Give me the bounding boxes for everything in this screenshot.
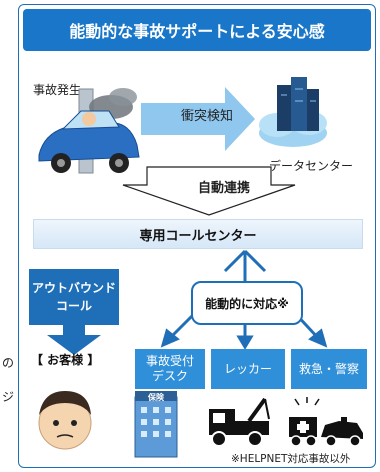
accident-label: 事故発生 [33, 83, 82, 97]
cropped-edge-char-1: の [2, 356, 15, 370]
detection-label: 衝突検知 [180, 109, 233, 124]
illustrations-layer [38, 77, 363, 458]
accident-car-icon [38, 88, 140, 174]
outbound-call-box: アウトバウンド コール [29, 269, 119, 325]
diagram-title: 能動的な事故サポートによる安心感 [23, 9, 371, 51]
outbound-arrow [47, 325, 101, 355]
datacenter-label: データセンター [269, 159, 354, 173]
insurance-building-icon [134, 391, 178, 458]
proactive-label: 能動的に対応※ [205, 296, 289, 311]
proactive-callout: 能動的に対応※ [191, 281, 303, 325]
service-emergency-police-label: 救急・警察 [298, 361, 359, 376]
service-accident-desk-line2: デスク [151, 369, 188, 383]
service-accident-desk: 事故受付 デスク [135, 349, 205, 389]
tow-truck-icon [209, 397, 270, 447]
callcenter-label: 専用コールセンター [139, 228, 257, 244]
service-tow-truck: レッカー [211, 349, 285, 389]
customer-label: 【 お客様 】 [31, 353, 100, 367]
ambulance-police-icon [289, 397, 363, 447]
detection-arrow [141, 87, 255, 151]
outbound-label-line1: アウトバウンド [31, 281, 116, 295]
footnote: ※HELPNET対応事故以外 [231, 453, 351, 465]
datacenter-icon [259, 77, 327, 147]
callcenter-bar: 専用コールセンター [33, 219, 363, 249]
outbound-label-line2: コール [55, 299, 92, 313]
auto-link-arrow [122, 166, 296, 216]
cropped-edge-char-2: ジ [2, 390, 15, 404]
service-emergency-police: 救急・警察 [291, 349, 367, 389]
diagram-panel: 能動的な事故サポートによる安心感 事故発生 [18, 4, 376, 468]
service-tow-truck-label: レッカー [223, 361, 272, 376]
customer-icon [38, 391, 92, 450]
auto-link-label: 自動連携 [197, 181, 250, 196]
insurance-sign: 保険 [148, 393, 164, 402]
service-accident-desk-line1: 事故受付 [145, 354, 194, 368]
